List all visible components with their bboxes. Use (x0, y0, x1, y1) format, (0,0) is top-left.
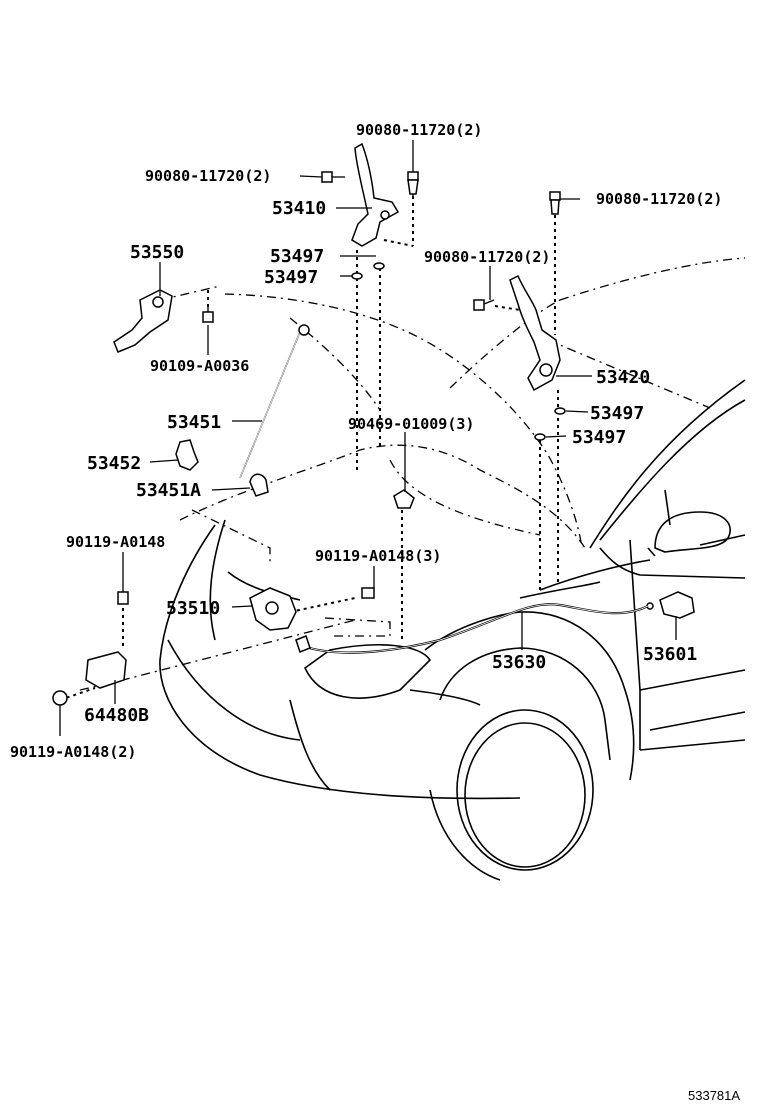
bolt-icon (52, 690, 68, 706)
bolt-icon (117, 591, 129, 605)
callout-90080-11720-mid: 90080-11720(2) (424, 248, 550, 266)
callout-53497-d: 53497 (572, 427, 626, 448)
callout-53420: 53420 (596, 367, 650, 388)
callout-90119-A0148-3: 90119-A0148(3) (315, 547, 441, 565)
callout-53452: 53452 (87, 453, 141, 474)
callout-53451A: 53451A (136, 480, 201, 501)
hood-cushion (393, 489, 415, 509)
vehicle-body-outline (159, 257, 746, 881)
callout-90080-11720-left: 90080-11720(2) (145, 167, 271, 185)
parts (52, 142, 695, 706)
callout-90109-A0036: 90109-A0036 (150, 357, 249, 375)
release-bracket (85, 651, 127, 689)
washer-icon (351, 272, 363, 280)
callout-53497-c: 53497 (590, 403, 644, 424)
rod-holder (249, 473, 269, 497)
release-lever (659, 591, 695, 619)
washer-icon (554, 407, 566, 415)
callout-53410: 53410 (272, 198, 326, 219)
washer-icon (534, 433, 546, 441)
hood-hinge-left (351, 142, 400, 247)
bolt-icon (361, 587, 375, 599)
leader-lines (59, 140, 677, 736)
callout-90119-A0148-2: 90119-A0148(2) (10, 743, 136, 761)
callout-53630: 53630 (492, 652, 546, 673)
clip-icon (175, 439, 199, 471)
callout-53601: 53601 (643, 644, 697, 665)
callout-53451: 53451 (167, 412, 221, 433)
callout-53497-b: 53497 (264, 267, 318, 288)
callout-53550: 53550 (130, 242, 184, 263)
callout-53497-a: 53497 (270, 246, 324, 267)
callout-53510: 53510 (166, 598, 220, 619)
diagram-reference-code: 533781A (688, 1088, 740, 1103)
hood-lock-support (113, 289, 173, 353)
callout-64480B: 64480B (84, 705, 149, 726)
bolt-icon (407, 171, 419, 196)
callout-90080-11720-right: 90080-11720(2) (596, 190, 722, 208)
bolt-icon (321, 171, 345, 183)
washer-icon (373, 262, 385, 270)
callout-90119-A0148-top: 90119-A0148 (66, 533, 165, 551)
hood-hinge-right (509, 274, 561, 392)
callout-90080-11720-top: 90080-11720(2) (356, 121, 482, 139)
callout-labels: 90080-11720(2) 90080-11720(2) 53410 9008… (10, 121, 722, 761)
callout-90469-01009: 90469-01009(3) (348, 415, 474, 433)
bolt-icon (202, 311, 214, 323)
bolt-icon (473, 299, 495, 311)
bolt-icon (549, 191, 561, 215)
